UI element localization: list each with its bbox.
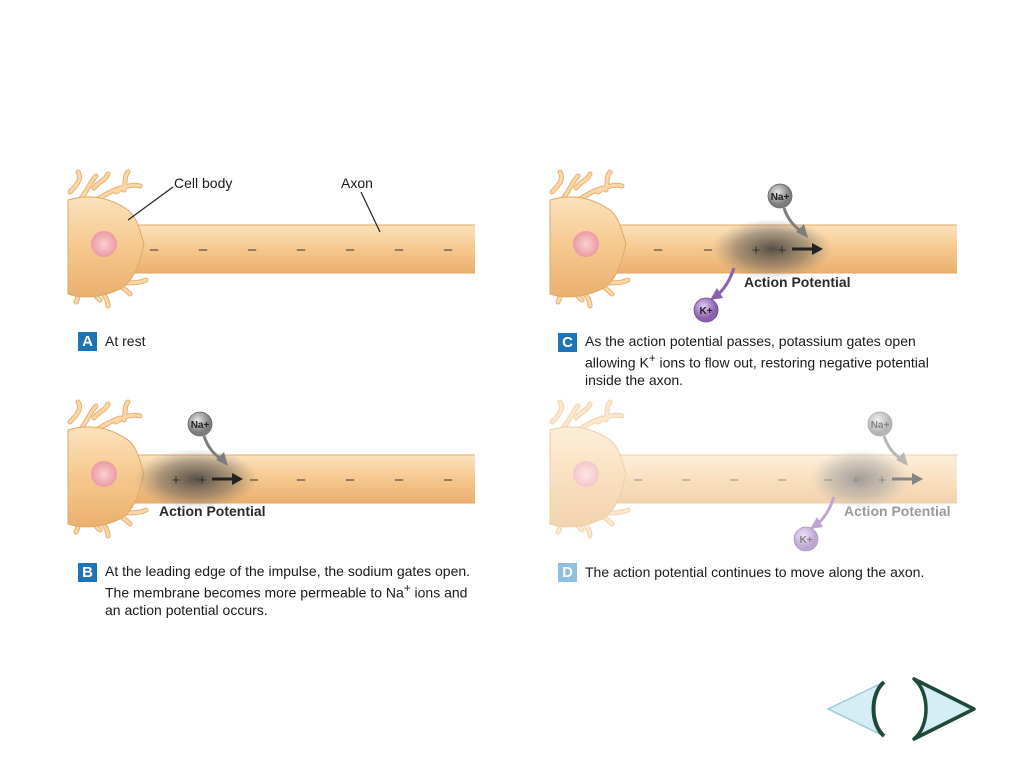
charge-plus: + [752,242,761,259]
potassium-ion-icon [693,297,719,323]
charge-minus: – [824,471,833,488]
potassium-ion-label: K+ [699,306,712,317]
potassium-ion-label: K+ [799,535,812,546]
charge-minus: – [150,241,159,258]
back-arrow-icon [826,680,886,738]
sodium-ion-icon [767,183,793,209]
charge-minus: – [248,241,257,258]
charge-minus: – [199,241,208,258]
charge-plus: + [198,472,207,489]
charge-minus: – [654,241,663,258]
panel-b: – – – – – + + Na+ Action Potential [67,399,488,550]
sodium-ion-label: Na+ [191,420,210,431]
caption-b-text: At the leading edge of the impulse, the … [105,563,471,618]
charge-minus: – [395,241,404,258]
caption-d-text: The action potential continues to move a… [585,564,925,580]
badge-a: A [78,332,97,351]
caption-b: B At the leading edge of the impulse, th… [78,563,478,619]
badge-b: B [78,563,97,582]
charge-minus: – [704,241,713,258]
charge-minus: – [297,471,306,488]
badge-d: D [558,563,577,582]
caption-c: C As the action potential passes, potass… [558,333,958,389]
neuron-b: – – – – – + + Na+ [67,399,475,539]
charge-minus: – [634,471,643,488]
caption-a-text: At rest [105,333,146,349]
badge-c: C [558,333,577,352]
neuron-c-illustration: – – + + Na+ K+ [549,169,957,323]
neuron-d-illustration: – – – – – + + Na+ K+ [549,399,957,552]
sodium-ion-label: Na+ [871,420,890,431]
charge-minus: – [346,241,355,258]
panel-d: – – – – – + + Na+ K+ Action Potential [549,399,970,552]
charge-plus: + [172,472,181,489]
charge-minus: – [395,471,404,488]
axon-label: Axon [341,175,373,191]
sodium-ion-label: Na+ [771,192,790,203]
charge-minus: – [444,471,453,488]
next-button[interactable] [910,676,978,742]
charge-minus: – [444,241,453,258]
potassium-ion-icon [793,526,819,552]
cell-body-label: Cell body [174,175,233,191]
action-potential-label-d: Action Potential [844,503,951,519]
charge-plus: + [778,242,787,259]
panel-c: – – + + Na+ K+ Action Potential [549,169,970,323]
neuron-a: ––––––– [67,169,475,309]
neuron-a-illustration: ––––––– [67,169,475,309]
action-potential-label-c: Action Potential [744,274,851,290]
charge-minus: – [682,471,691,488]
charge-minus: – [730,471,739,488]
neuron-d: – – – – – + + Na+ K+ [549,399,957,552]
charge-minus: – [346,471,355,488]
charge-minus: – [250,471,259,488]
charge-minus: – [778,471,787,488]
caption-a: A At rest [78,332,478,351]
action-potential-label-b: Action Potential [159,503,266,519]
neuron-b-illustration: – – – – – + + Na+ [67,399,475,539]
caption-c-text: As the action potential passes, potassiu… [585,333,929,388]
next-arrow-icon [912,677,976,741]
neuron-c: – – + + Na+ K+ [549,169,957,323]
charge-minus: – [297,241,306,258]
sodium-ion-icon [187,411,213,437]
charge-plus: + [878,472,887,489]
caption-d: D The action potential continues to move… [558,563,978,582]
panel-a: – – – – – – – Cell body Axon [67,169,488,320]
charge-plus: + [852,472,861,489]
back-button[interactable] [826,678,888,740]
sodium-ion-icon [867,411,893,437]
